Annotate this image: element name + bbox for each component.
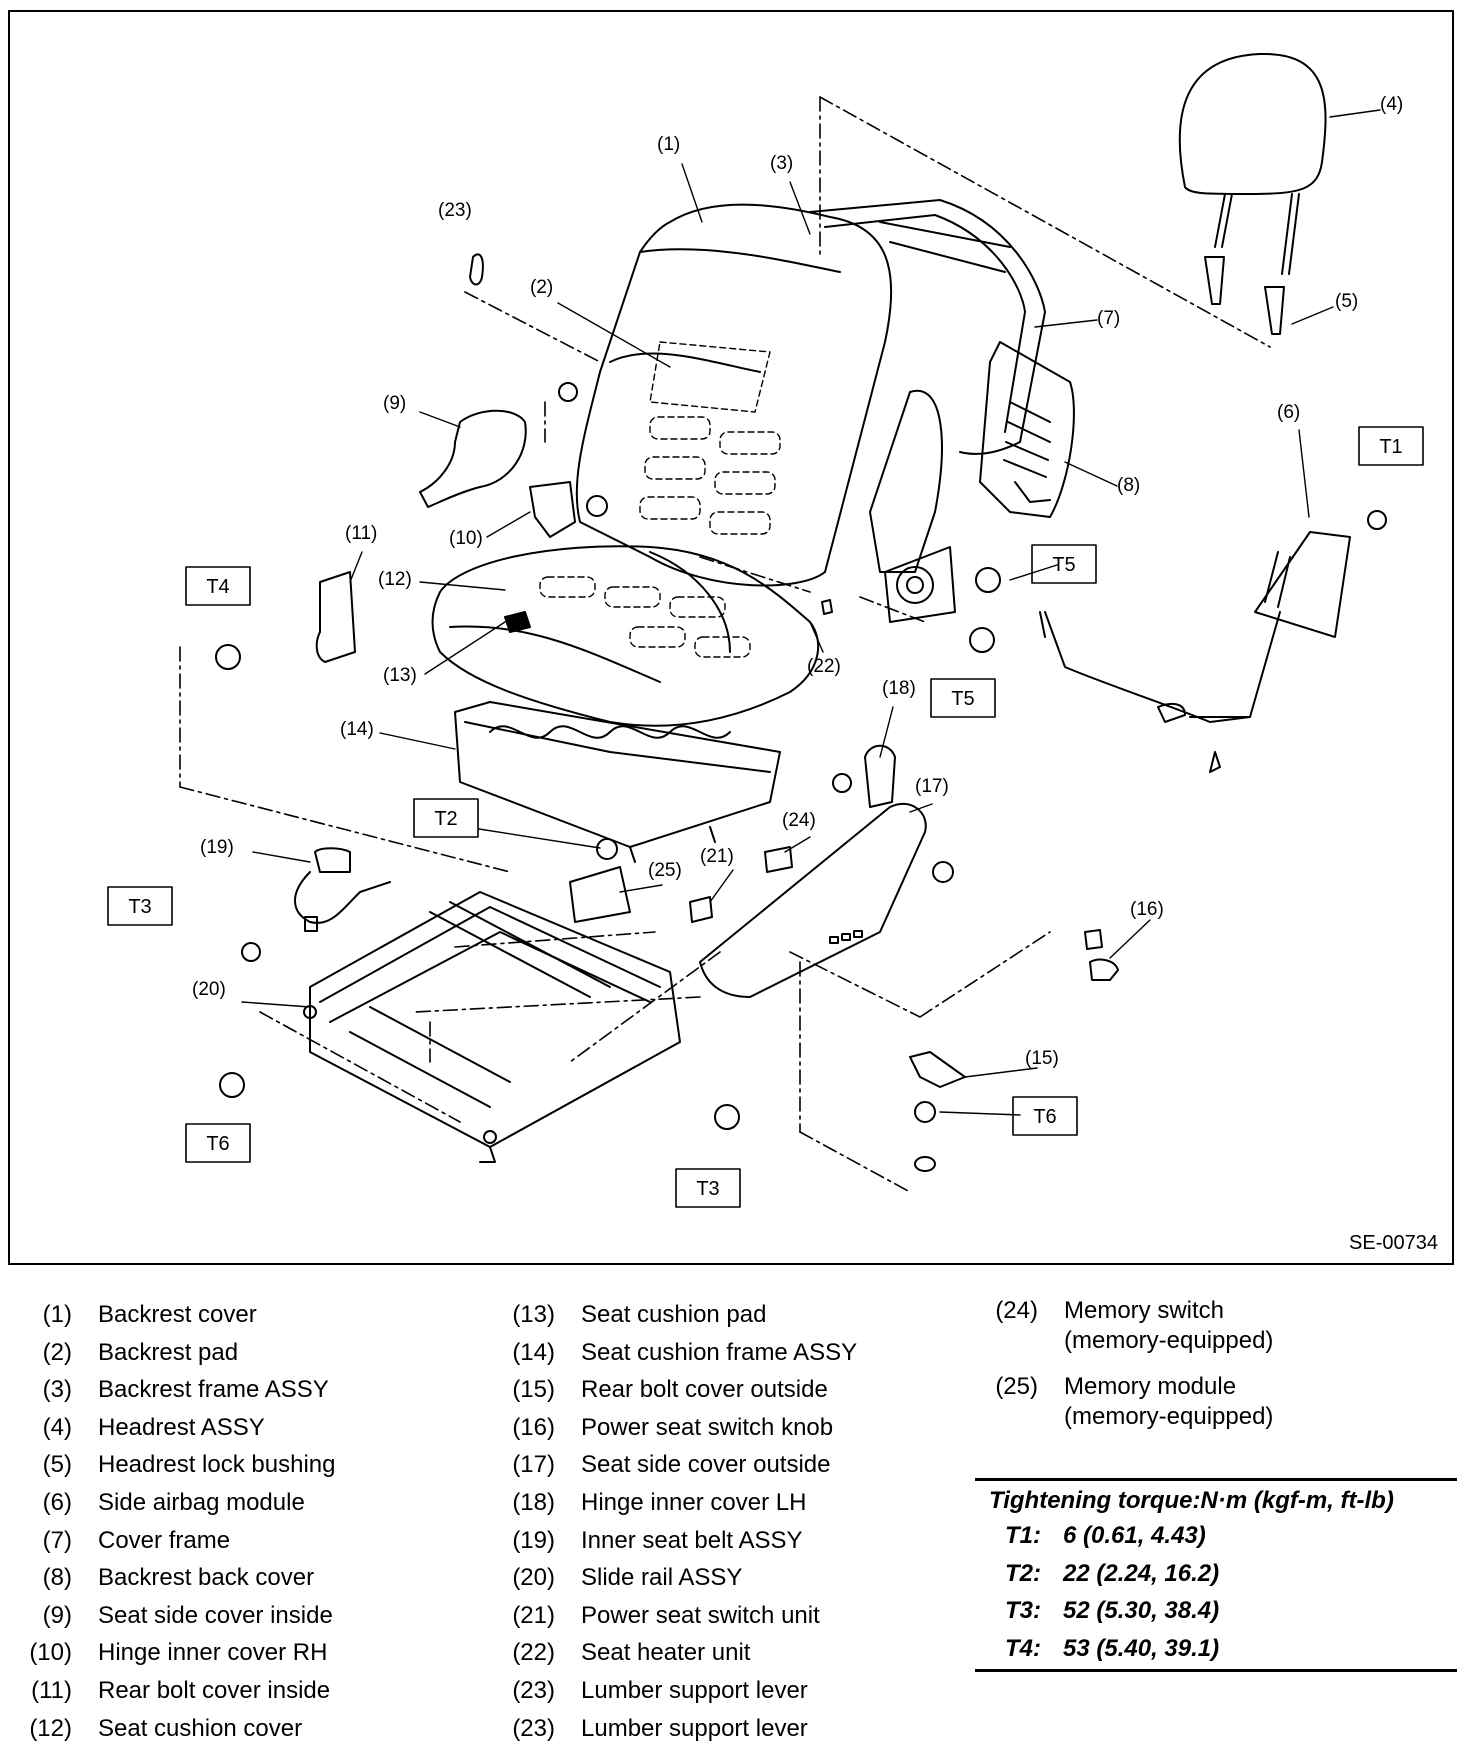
recliner-hinge: [869, 389, 956, 623]
callout-6: (6): [1277, 402, 1300, 423]
callout-24: (24): [782, 810, 816, 831]
svg-text:T2: T2: [434, 808, 457, 830]
torque-tag-t5-upper: T5: [1031, 544, 1097, 584]
legend-item: (18)Hinge inner cover LH: [512, 1488, 807, 1516]
legend-column-3: (24) Memory switch(memory-equipped) (25)…: [966, 1296, 1273, 1432]
legend-item: (8)Backrest back cover: [42, 1564, 315, 1592]
callout-14: (14): [340, 719, 374, 740]
callout-23: (23): [438, 200, 472, 221]
legend-item: (17)Seat side cover outside: [512, 1451, 831, 1479]
legend-item: (20)Slide rail ASSY: [512, 1564, 743, 1592]
callout-17: (17): [915, 776, 949, 797]
svg-text:T4: T4: [206, 576, 229, 598]
callout-8: (8): [1117, 475, 1140, 496]
svg-text:T5: T5: [1052, 554, 1075, 576]
torque-tag-t3-left: T3: [107, 886, 173, 926]
torque-row: T2:22 (2.24, 16.2): [1005, 1559, 1220, 1587]
callout-3: (3): [770, 153, 793, 174]
torque-tag-t5-lower: T5: [930, 678, 996, 718]
headrest-assy: [1178, 52, 1327, 335]
legend-item: (11)Rear bolt cover inside: [31, 1676, 331, 1704]
svg-text:T3: T3: [128, 896, 151, 918]
exploded-view-figure: (1) (2) (3) (4) (5) (6) (7) (8) (9) (10)…: [8, 10, 1454, 1265]
legend-item: (15)Rear bolt cover outside: [512, 1376, 828, 1404]
callout-13: (13): [383, 665, 417, 686]
legend-column-2: (13)Seat cushion pad (14)Seat cushion fr…: [483, 1296, 857, 1747]
legend-item: (9)Seat side cover inside: [42, 1601, 333, 1629]
svg-text:T6: T6: [206, 1133, 229, 1155]
legend-item: (10)Hinge inner cover RH: [29, 1639, 328, 1667]
seat-side-cover-inside: [419, 409, 527, 508]
callout-22: (22): [807, 656, 841, 677]
callout-2: (2): [530, 277, 553, 298]
legend-item: (24) Memory switch(memory-equipped): [995, 1297, 1274, 1354]
torque-tag-t1: T1: [1358, 426, 1424, 466]
legend-item: (22)Seat heater unit: [512, 1639, 751, 1667]
legend-item: (14)Seat cushion frame ASSY: [512, 1338, 858, 1366]
legend-item: (23)Lumber support lever: [512, 1714, 808, 1742]
svg-text:T5: T5: [951, 688, 974, 710]
svg-text:T6: T6: [1033, 1106, 1056, 1128]
legend-item: (2)Backrest pad: [42, 1338, 239, 1366]
callout-labels: (1) (2) (3) (4) (5) (6) (7) (8) (9) (10)…: [192, 94, 1403, 1069]
seat-cushion-cover: [431, 545, 820, 727]
tightening-torque-table: Tightening torque:N·m (kgf-m, ft-lb) T1:…: [975, 1478, 1457, 1673]
torque-heading: Tightening torque:N·m (kgf-m, ft-lb): [975, 1478, 1457, 1517]
legend-item: (1)Backrest cover: [42, 1301, 257, 1328]
small-parts: [215, 253, 1221, 1172]
legend-item: (25) Memory module(memory-equipped): [995, 1373, 1274, 1430]
svg-text:T3: T3: [696, 1178, 719, 1200]
backrest-frame: [809, 199, 1075, 518]
callout-15: (15): [1025, 1048, 1059, 1069]
callout-11: (11): [345, 523, 377, 544]
legend-item: (12)Seat cushion cover: [29, 1714, 303, 1742]
torque-tag-t2: T2: [413, 798, 479, 838]
torque-tag-t3-bottom: T3: [675, 1168, 741, 1208]
legend-item: (7)Cover frame: [42, 1526, 231, 1554]
callout-4: (4): [1380, 94, 1403, 115]
seat-exploded-diagram: (1) (2) (3) (4) (5) (6) (7) (8) (9) (10)…: [107, 52, 1424, 1208]
callout-10: (10): [449, 528, 483, 549]
figure-code: SE-00734: [1349, 1232, 1438, 1254]
side-airbag-module: [1039, 510, 1387, 723]
legend-item: (21)Power seat switch unit: [512, 1601, 820, 1629]
backrest-cover: [575, 203, 893, 587]
torque-tags: T1 T2 T3 T3 T4 T5 T5 T6: [107, 426, 1424, 1208]
callout-12: (12): [378, 569, 412, 590]
callout-9: (9): [383, 393, 406, 414]
legend-item: (4)Headrest ASSY: [42, 1413, 265, 1441]
svg-text:T1: T1: [1379, 436, 1402, 458]
torque-row: T3:52 (5.30, 38.4): [1005, 1597, 1220, 1625]
legend-item: (3)Backrest frame ASSY: [42, 1376, 329, 1404]
callout-19: (19): [200, 837, 234, 858]
callout-leaders: [241, 109, 1381, 1116]
slide-rail-assy: [303, 891, 681, 1163]
callout-1: (1): [657, 134, 680, 155]
seat-cushion-frame: [454, 701, 781, 863]
leader-lines: [179, 96, 1271, 1193]
torque-tag-t6-right: T6: [1012, 1096, 1078, 1136]
legend-item: (23)Lumber support lever: [512, 1676, 808, 1704]
callout-16: (16): [1130, 899, 1164, 920]
callout-20: (20): [192, 979, 226, 1000]
torque-divider: [975, 1669, 1457, 1673]
torque-row: T4:53 (5.40, 39.1): [1005, 1634, 1220, 1662]
legend-item: (6)Side airbag module: [42, 1488, 305, 1516]
callout-7: (7): [1097, 308, 1120, 329]
seat-side-cover-outside: [699, 802, 927, 998]
callout-18: (18): [882, 678, 916, 699]
legend-item: (16)Power seat switch knob: [512, 1413, 834, 1441]
legend-item: (13)Seat cushion pad: [512, 1301, 767, 1328]
legend-item: (19)Inner seat belt ASSY: [512, 1526, 803, 1554]
callout-21: (21): [700, 846, 734, 867]
legend-column-1: (1)Backrest cover (2)Backrest pad (3)Bac…: [0, 1296, 335, 1747]
legend-item: (5)Headrest lock bushing: [42, 1451, 336, 1479]
torque-tag-t6-left: T6: [185, 1123, 251, 1163]
callout-5: (5): [1335, 291, 1358, 312]
callout-25: (25): [648, 860, 682, 881]
torque-row: T1:6 (0.61, 4.43): [1005, 1522, 1206, 1549]
torque-tag-t4: T4: [185, 566, 251, 606]
